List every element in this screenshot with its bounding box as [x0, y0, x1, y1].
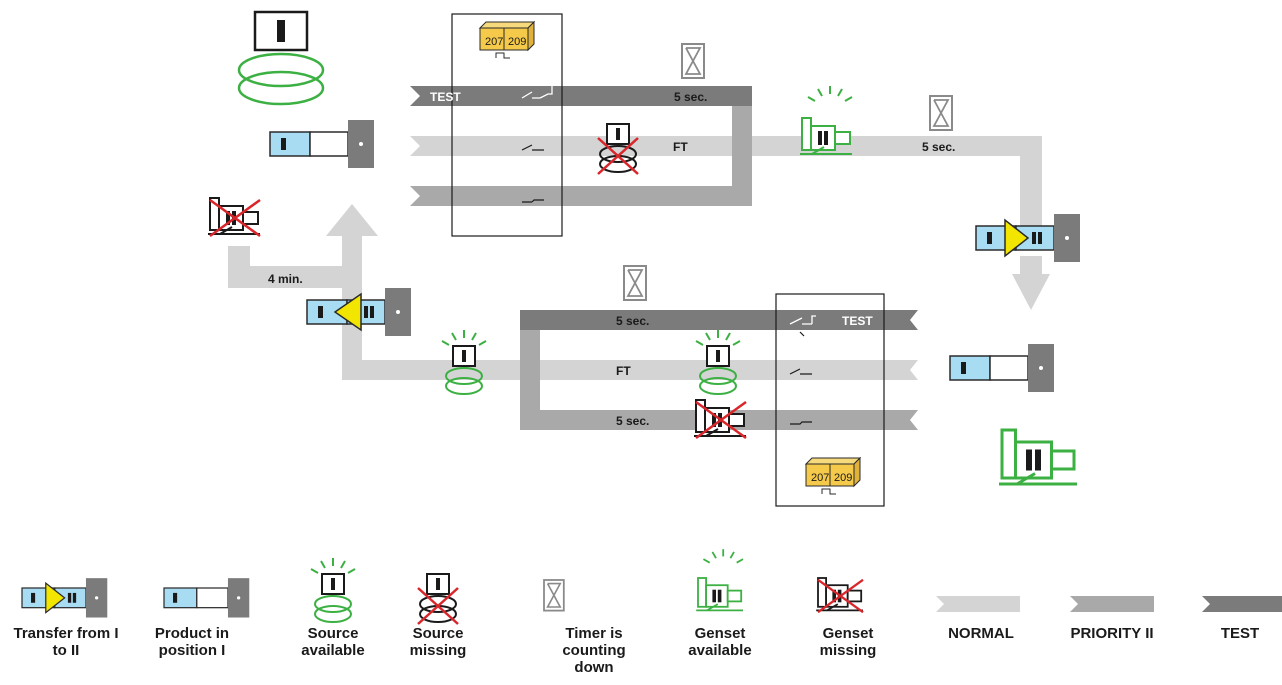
hourglass-icon [623, 265, 647, 301]
top-down-arrow [1012, 248, 1050, 310]
top-priority-riser [732, 86, 752, 206]
legend-label-genset-available: Genset available [688, 625, 752, 659]
legend-hourglass-icon [543, 579, 565, 612]
top-test-label: TEST [430, 90, 461, 104]
genset-missing-icon [207, 197, 261, 238]
top-test-band [410, 86, 752, 106]
return-timer-label: 4 min. [268, 272, 303, 286]
legend-product-icon [163, 577, 250, 619]
bottom-priority-riser [520, 310, 540, 430]
genset-available-icon [799, 85, 853, 155]
legend-label-source-missing: Source missing [409, 625, 467, 659]
top-down-shaft [1020, 256, 1042, 276]
transfer-back-icon [306, 287, 412, 337]
top-badge-209: 209 [508, 36, 526, 48]
legend-source-missing-icon [416, 572, 460, 626]
hourglass-icon [929, 95, 953, 131]
top-normal-band [410, 136, 1042, 248]
top-ft-label: FT [673, 140, 688, 154]
legend-label-test: TEST [1220, 625, 1260, 642]
bottom-test-label: TEST [842, 314, 873, 328]
legend-normal-band-icon [936, 596, 1020, 612]
legend-genset-available-icon [695, 548, 744, 612]
legend-transfer-icon [21, 577, 108, 619]
bottom-test-band [520, 310, 918, 330]
legend-label-normal: NORMAL [948, 625, 1014, 642]
legend-source-available-icon [310, 557, 356, 623]
top-flow: 207 209 TEST 5 sec. FT 5 sec. [410, 13, 1050, 310]
legend-genset-missing-icon [815, 577, 864, 614]
top-test-contact [521, 86, 553, 99]
top-badge-207: 207 [485, 36, 503, 48]
product-position-i-icon [949, 343, 1055, 393]
genset-large-icon [997, 428, 1079, 486]
top-genset-timer-label: 5 sec. [922, 140, 955, 154]
legend-priority-band-icon [1070, 596, 1154, 612]
bottom-timer-bottom-label: 5 sec. [616, 414, 649, 428]
top-relay-badge: 207 209 [479, 21, 535, 59]
bottom-test-contact-tail [799, 331, 805, 337]
top-priority-band [410, 186, 732, 206]
genset-missing-icon [693, 399, 747, 440]
legend-label-source-available: Source available [301, 625, 365, 659]
legend-label-product: Product in position I [154, 625, 230, 659]
return-path: 4 min. [228, 204, 520, 380]
bottom-ft-contact [789, 368, 812, 375]
bottom-flow: 207 209 5 sec. TEST FT 5 sec. [441, 265, 918, 507]
bottom-control-box [775, 293, 885, 507]
bottom-badge-207: 207 [811, 472, 829, 484]
bottom-ft-label: FT [616, 364, 631, 378]
bottom-timer-top-label: 5 sec. [616, 314, 649, 328]
top-timer-label: 5 sec. [674, 90, 707, 104]
top-priority-contact [522, 199, 544, 203]
top-control-box [451, 13, 563, 237]
legend-label-genset-missing: Genset missing [819, 625, 877, 659]
hourglass-icon [681, 43, 705, 79]
main-source-icon [237, 10, 325, 106]
bottom-badge-209: 209 [834, 472, 852, 484]
bottom-priority-contact [790, 421, 812, 425]
legend-label-priority: PRIORITY II [1070, 625, 1154, 642]
legend-label-transfer: Transfer from I to II [13, 625, 119, 659]
bottom-normal-band [520, 360, 918, 380]
product-position-i-icon [269, 119, 375, 169]
legend-label-timer: Timer is counting down [562, 625, 626, 676]
bottom-relay-badge: 207 209 [805, 457, 861, 495]
bottom-test-contact [789, 315, 816, 325]
legend-test-band-icon [1202, 596, 1282, 612]
top-ft-contact [521, 144, 544, 151]
return-band [228, 204, 520, 380]
